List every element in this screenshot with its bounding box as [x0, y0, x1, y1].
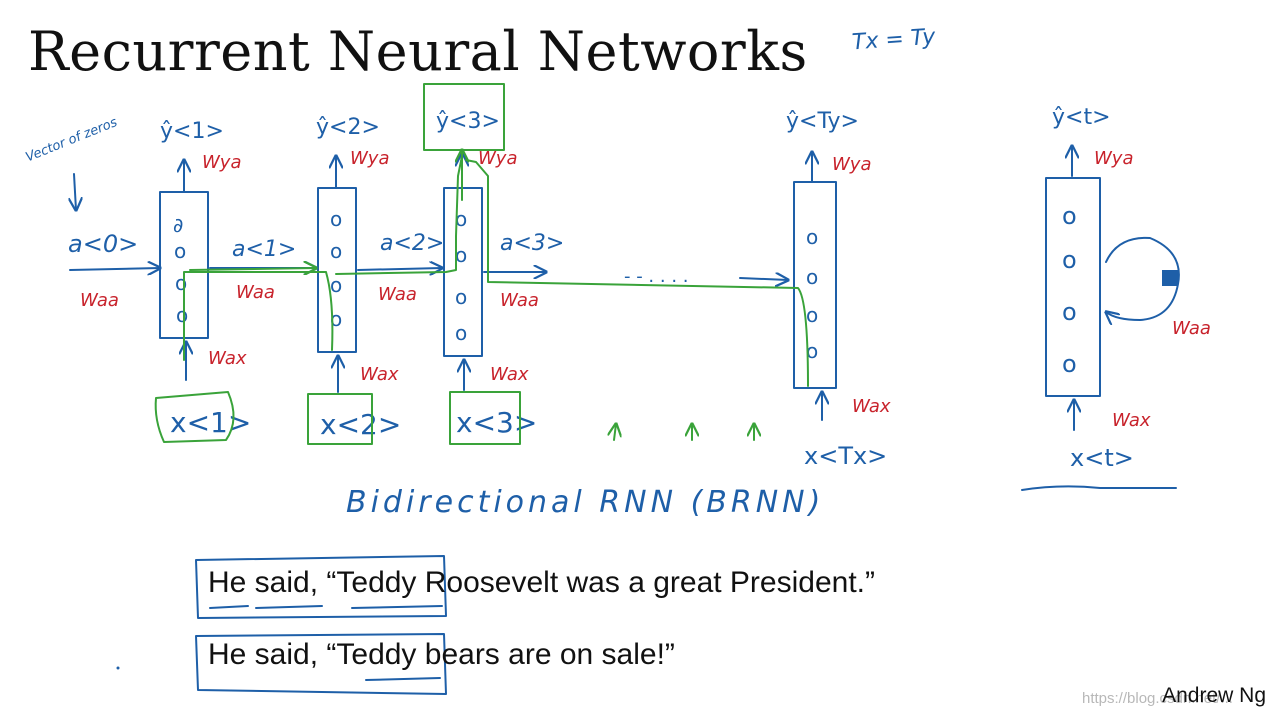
- cell-1-wax: Wax: [208, 348, 247, 369]
- rnn-cell-1: ∂ o o o ŷ<1> Wya Wax Waa x<1>: [80, 119, 251, 443]
- cell-2-wya: Wya: [350, 148, 389, 169]
- bidirectional-note: Bidirectional RNN (BRNN): [346, 485, 824, 520]
- svg-text:o: o: [330, 239, 342, 263]
- example-sentence-2: He said, “Teddy bears are on sale!”: [208, 638, 675, 671]
- example-sentence-1: He said, “Teddy Roosevelt was a great Pr…: [208, 566, 875, 599]
- rolled-rnn: o o o o ŷ<t> Wya Waa Wax x<t>: [1021, 105, 1211, 491]
- cell-2-x: x<2>: [320, 408, 401, 441]
- cell-ty-box: [793, 181, 837, 389]
- svg-text:o: o: [806, 303, 818, 327]
- svg-text:o: o: [1062, 350, 1077, 378]
- svg-text:o: o: [330, 207, 342, 231]
- rolled-waa: Waa: [1172, 318, 1211, 339]
- rolled-x: x<t>: [1070, 444, 1134, 472]
- sentence-2-underline: [365, 677, 441, 681]
- cell-ty-wax: Wax: [852, 396, 891, 417]
- cell-1-wya: Wya: [202, 152, 241, 173]
- cell-ty-wya: Wya: [832, 154, 871, 175]
- cell-3-wya: Wya: [478, 148, 517, 169]
- rnn-diagram: Tx = Ty Vector of zeros a<0> ∂ o o o ŷ<1…: [24, 24, 1211, 520]
- rolled-wax: Wax: [1112, 410, 1151, 431]
- tx-ty-note: Tx = Ty: [851, 24, 937, 55]
- sentence-2-box: [195, 633, 447, 695]
- cell-ty-x: x<Tx>: [804, 442, 887, 470]
- svg-text:o: o: [1062, 298, 1077, 326]
- rolled-cell-box: [1045, 177, 1101, 397]
- svg-text:o: o: [455, 321, 467, 345]
- a2-label: a<2>: [380, 231, 444, 256]
- watermark: https://blog.csdn.net/...: [1082, 690, 1233, 707]
- cell-1-yhat: ŷ<1>: [160, 119, 224, 144]
- svg-text:o: o: [174, 239, 186, 263]
- cell-4-waa: Waa: [500, 290, 539, 311]
- rnn-cell-ty: o o o o ŷ<Ty> Wya Wax x<Tx>: [786, 109, 891, 470]
- cell-3-yhat: ŷ<3>: [436, 109, 500, 134]
- svg-text:o: o: [806, 339, 818, 363]
- svg-text:o: o: [455, 207, 467, 231]
- rolled-recurrent-loop: [1106, 236, 1180, 320]
- rolled-delay-square: [1162, 270, 1178, 286]
- a2-arrow: [357, 268, 442, 270]
- svg-text:o: o: [455, 285, 467, 309]
- cell-2-wax: Wax: [360, 364, 399, 385]
- stray-dot: [116, 666, 120, 670]
- rnn-cell-3: o o o o ŷ<3> Wya Wax Waa x<3>: [378, 83, 537, 445]
- svg-text:o: o: [806, 265, 818, 289]
- cell-3-x: x<3>: [456, 406, 537, 439]
- svg-text:o: o: [330, 273, 342, 297]
- green-flow-arrow-1: [189, 268, 316, 270]
- cell-3-wax: Wax: [490, 364, 529, 385]
- cell-1-waa: Waa: [80, 290, 119, 311]
- ellipsis-arrow: [739, 278, 788, 280]
- svg-text:o: o: [176, 303, 188, 327]
- svg-text:o: o: [1062, 202, 1077, 230]
- sentence-1-box: [195, 555, 447, 619]
- cell-ty-yhat: ŷ<Ty>: [786, 109, 859, 134]
- sentence-1-underline-2: [255, 605, 323, 609]
- cell-2-waa: Waa: [236, 282, 275, 303]
- rolled-yhat: ŷ<t>: [1052, 105, 1111, 130]
- sentence-1-underline-1: [209, 605, 249, 609]
- vector-of-zeros-arrow: [74, 173, 76, 210]
- author-credit: Andrew Ng: [1162, 684, 1266, 707]
- a0-arrow: [69, 268, 160, 270]
- svg-text:o: o: [455, 243, 467, 267]
- a3-label: a<3>: [500, 231, 564, 256]
- rolled-wya: Wya: [1094, 148, 1133, 169]
- rolled-underline: [1021, 485, 1177, 491]
- cell-2-yhat: ŷ<2>: [316, 115, 380, 140]
- a1-label: a<1>: [232, 237, 296, 262]
- slide-title: Recurrent Neural Networks: [28, 20, 808, 83]
- cell-2-x-outline: [307, 393, 373, 445]
- cell-1-x: x<1>: [170, 406, 251, 439]
- svg-text:o: o: [806, 225, 818, 249]
- a0-label: a<0>: [68, 230, 138, 258]
- rnn-cell-2: o o o o ŷ<2> Wya Wax Waa x<2>: [236, 115, 401, 445]
- cell-1-x-outline: [154, 391, 235, 443]
- cell-3-x-outline: [449, 391, 521, 445]
- ellipsis: - - . . . .: [624, 266, 689, 287]
- green-flow-path: [183, 155, 809, 387]
- cell-3-waa: Waa: [378, 284, 417, 305]
- future-input-arrow-1: [614, 424, 616, 441]
- sentence-1-underline-3: [351, 605, 443, 609]
- svg-text:o: o: [1062, 246, 1077, 274]
- cell-1-units: ∂: [173, 213, 183, 237]
